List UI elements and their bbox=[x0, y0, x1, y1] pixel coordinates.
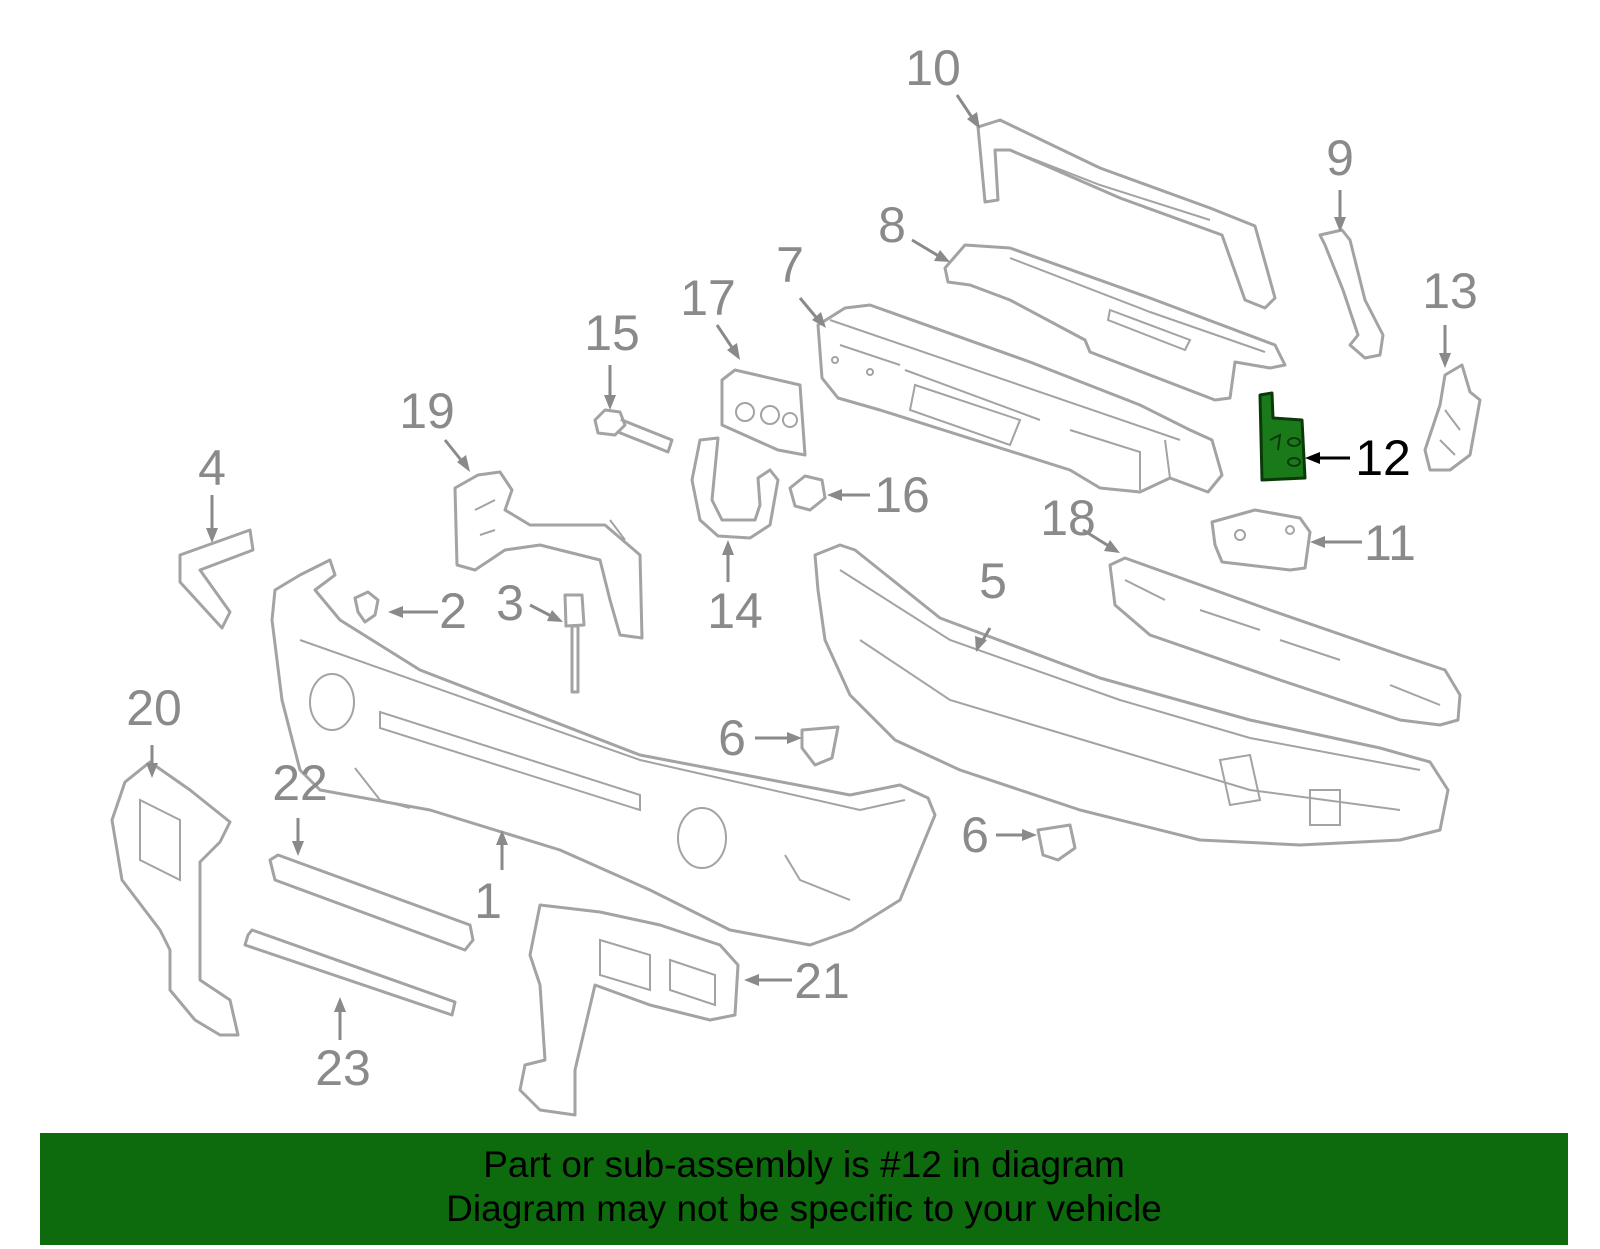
part-10-upper-support bbox=[976, 118, 1277, 310]
part-6-clip-upper bbox=[800, 725, 840, 767]
part-15-bolt bbox=[593, 408, 674, 454]
callout-23: 23 bbox=[315, 1040, 371, 1096]
part-7-impact-bar bbox=[816, 303, 1224, 494]
callout-2: 2 bbox=[439, 583, 467, 639]
part-4-corner-trim bbox=[178, 528, 255, 630]
part-18-lower-grille bbox=[1108, 556, 1462, 727]
part-13-side-bracket bbox=[1423, 363, 1482, 472]
part-12-bracket-highlighted bbox=[1258, 391, 1307, 482]
callout-leaders bbox=[146, 94, 1451, 1040]
part-23-lower-strip bbox=[243, 928, 457, 1017]
callout-17: 17 bbox=[680, 270, 736, 326]
part-19-mount-bracket bbox=[453, 470, 644, 640]
part-5-bumper-frame bbox=[813, 543, 1450, 847]
part-20-side-bracket bbox=[110, 760, 240, 1037]
banner-line-2: Diagram may not be specific to your vehi… bbox=[446, 1188, 1162, 1229]
part-2-clip bbox=[353, 590, 380, 624]
callout-1: 1 bbox=[474, 873, 502, 929]
part-17-hook-mount bbox=[720, 368, 807, 457]
callout-labels: 1 2 3 4 5 6 6 7 8 9 10 11 12 13 14 15 16… bbox=[126, 40, 1478, 1096]
callout-20: 20 bbox=[126, 680, 182, 736]
info-banner: Part or sub-assembly is #12 in diagram D… bbox=[40, 1133, 1568, 1245]
part-14-tow-hook bbox=[690, 436, 780, 540]
part-22-trim-strip bbox=[268, 853, 475, 952]
part-21-side-bracket bbox=[518, 903, 740, 1117]
callout-22: 22 bbox=[272, 755, 328, 811]
callout-16: 16 bbox=[874, 467, 930, 523]
callout-21: 21 bbox=[794, 953, 850, 1009]
callout-7: 7 bbox=[776, 237, 804, 293]
part-3-stud bbox=[563, 593, 586, 694]
callout-14: 14 bbox=[707, 583, 763, 639]
callout-13: 13 bbox=[1422, 263, 1478, 319]
part-11-plate bbox=[1210, 508, 1312, 572]
callout-5: 5 bbox=[979, 553, 1007, 609]
callout-15: 15 bbox=[584, 305, 640, 361]
callout-4: 4 bbox=[198, 440, 226, 496]
callout-19: 19 bbox=[399, 383, 455, 439]
callout-6-upper: 6 bbox=[718, 710, 746, 766]
callout-10: 10 bbox=[905, 40, 961, 96]
callout-3: 3 bbox=[496, 575, 524, 631]
part-6-clip-lower bbox=[1036, 823, 1077, 862]
callout-18: 18 bbox=[1040, 490, 1096, 546]
callout-11: 11 bbox=[1364, 515, 1416, 571]
callout-12: 12 bbox=[1355, 430, 1411, 486]
callout-6-lower: 6 bbox=[961, 807, 989, 863]
banner-line-1: Part or sub-assembly is #12 in diagram bbox=[483, 1144, 1125, 1185]
part-1-bumper-fascia bbox=[270, 558, 937, 947]
callout-8: 8 bbox=[878, 197, 906, 253]
callout-9: 9 bbox=[1326, 130, 1354, 186]
part-9-strut bbox=[1318, 228, 1385, 360]
part-16-nut bbox=[788, 474, 827, 512]
part-8-reinforcement bbox=[943, 243, 1287, 402]
